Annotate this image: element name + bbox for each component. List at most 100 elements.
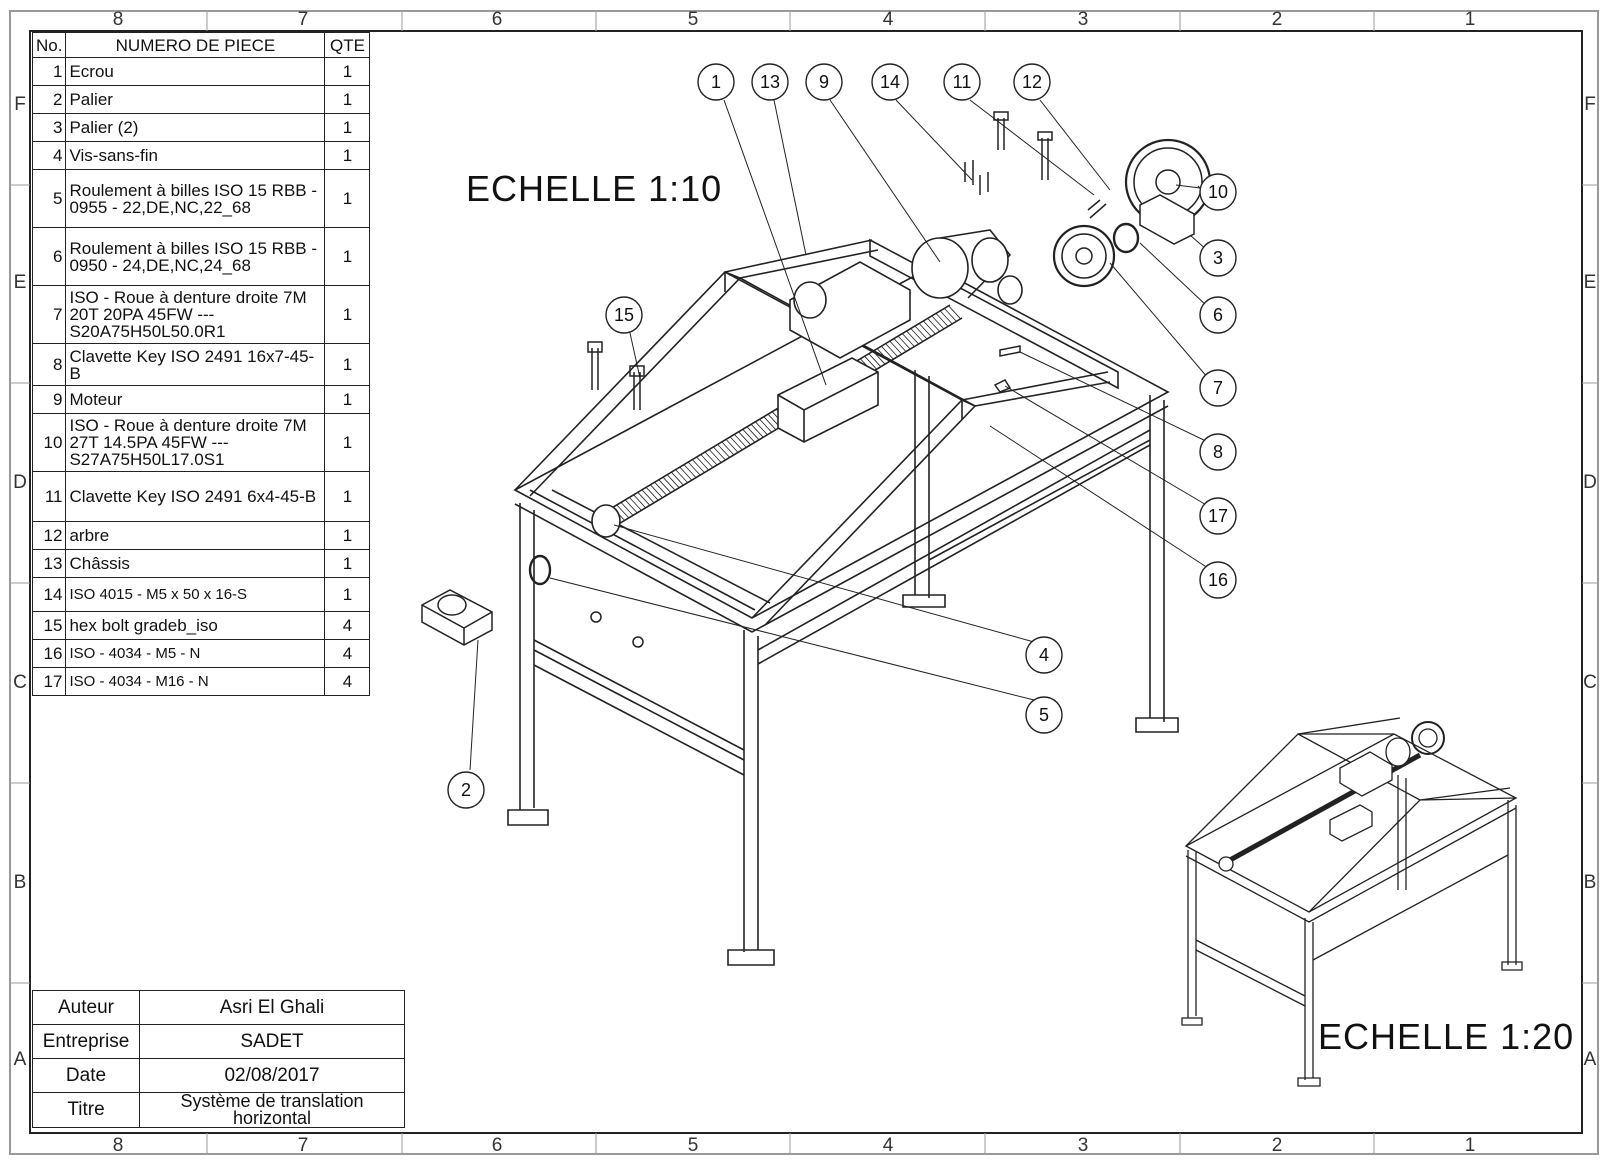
bom-cell-no: 2: [31, 85, 67, 114]
title-row-date: Date 02/08/2017: [32, 1058, 405, 1093]
balloon-number: 17: [1208, 506, 1228, 526]
bom-cell-no: 14: [31, 577, 67, 612]
zone-column-bottom: 5: [687, 1135, 699, 1156]
zone-column-bottom: 7: [297, 1135, 309, 1156]
zone-column-top: 5: [687, 9, 699, 30]
bom-cell-qty: 1: [324, 385, 371, 414]
bom-cell-qty: 1: [324, 57, 371, 86]
balloon-number: 15: [614, 305, 634, 325]
zone-column-top: 2: [1271, 9, 1283, 30]
title-row-author: Auteur Asri El Ghali: [32, 990, 405, 1025]
bom-cell-name: Palier (2): [65, 113, 326, 142]
item-balloon: 12: [1013, 63, 1051, 101]
company-label: Entreprise: [32, 1024, 140, 1059]
exploded-parts: [421, 111, 1212, 648]
bom-cell-no: 16: [31, 639, 67, 668]
title-block: Auteur Asri El Ghali Entreprise SADET Da…: [32, 990, 405, 1128]
bom-header-row: No. NUMERO DE PIECE QTE: [31, 32, 371, 58]
bom-cell-qty: 1: [324, 285, 371, 344]
zone-row-left: E: [13, 272, 27, 293]
balloon-number: 2: [461, 780, 471, 800]
zone-row-right: C: [1583, 672, 1597, 693]
zone-row-right: A: [1583, 1049, 1597, 1070]
bom-cell-no: 4: [31, 141, 67, 170]
bom-cell-name: Ecrou: [65, 57, 326, 86]
balloon-number: 13: [760, 72, 780, 92]
bom-cell-qty: 1: [324, 413, 371, 472]
bom-cell-no: 13: [31, 549, 67, 578]
zone-column-top: 3: [1077, 9, 1089, 30]
bom-cell-qty: 1: [324, 113, 371, 142]
bom-cell-name: ISO - 4034 - M16 - N: [65, 667, 326, 696]
zone-column-top: 4: [882, 9, 894, 30]
bom-header-name: NUMERO DE PIECE: [65, 32, 326, 58]
bom-cell-no: 12: [31, 521, 67, 550]
author-value: Asri El Ghali: [139, 990, 405, 1025]
item-balloon: 13: [751, 63, 789, 101]
balloon-number: 10: [1208, 182, 1228, 202]
bom-cell-name: Roulement à billes ISO 15 RBB - 0950 - 2…: [65, 227, 326, 286]
bom-cell-name: Châssis: [65, 549, 326, 578]
bom-cell-no: 17: [31, 667, 67, 696]
bom-cell-qty: 4: [324, 611, 371, 640]
zone-row-right: E: [1583, 272, 1597, 293]
bom-cell-qty: 1: [324, 227, 371, 286]
zone-column-bottom: 4: [882, 1135, 894, 1156]
zone-column-top: 8: [112, 9, 124, 30]
title-label: Titre: [32, 1092, 140, 1128]
bom-cell-qty: 4: [324, 667, 371, 696]
zone-row-right: D: [1583, 472, 1597, 493]
item-balloon: 2: [447, 771, 485, 809]
small-assembly-view: [1181, 717, 1523, 1087]
balloon-number: 1: [711, 72, 721, 92]
date-value: 02/08/2017: [139, 1058, 405, 1093]
zone-column-top: 1: [1464, 9, 1476, 30]
bom-cell-name: Clavette Key ISO 2491 16x7-45-B: [65, 343, 326, 386]
bom-cell-qty: 1: [324, 549, 371, 578]
bom-cell-name: Clavette Key ISO 2491 6x4-45-B: [65, 471, 326, 522]
bom-cell-no: 1: [31, 57, 67, 86]
item-balloon: 9: [805, 63, 843, 101]
item-balloon: 7: [1199, 369, 1237, 407]
bom-cell-name: Moteur: [65, 385, 326, 414]
zone-column-bottom: 6: [491, 1135, 503, 1156]
balloon-number: 3: [1213, 248, 1223, 268]
bom-cell-name: hex bolt gradeb_iso: [65, 611, 326, 640]
bom-cell-no: 3: [31, 113, 67, 142]
bom-cell-qty: 1: [324, 577, 371, 612]
item-balloon: 8: [1199, 433, 1237, 471]
bom-cell-no: 6: [31, 227, 67, 286]
balloon-number: 4: [1039, 645, 1049, 665]
item-balloon: 17: [1199, 497, 1237, 535]
item-balloon: 14: [871, 63, 909, 101]
zone-row-right: B: [1583, 872, 1597, 893]
bom-cell-qty: 1: [324, 343, 371, 386]
bom-cell-no: 5: [31, 169, 67, 228]
bom-cell-no: 15: [31, 611, 67, 640]
item-balloon: 4: [1025, 636, 1063, 674]
bom-header-no: No.: [31, 32, 67, 58]
item-balloon: 10: [1199, 173, 1237, 211]
item-balloon: 11: [943, 63, 981, 101]
balloon-number: 12: [1022, 72, 1042, 92]
zone-column-bottom: 1: [1464, 1135, 1476, 1156]
bom-cell-no: 8: [31, 343, 67, 386]
zone-column-bottom: 3: [1077, 1135, 1089, 1156]
bom-cell-name: ISO - Roue à denture droite 7M 27T 14.5P…: [65, 413, 326, 472]
bom-cell-no: 9: [31, 385, 67, 414]
bom-cell-name: ISO - Roue à denture droite 7M 20T 20PA …: [65, 285, 326, 344]
bom-cell-name: Vis-sans-fin: [65, 141, 326, 170]
bom-cell-no: 7: [31, 285, 67, 344]
